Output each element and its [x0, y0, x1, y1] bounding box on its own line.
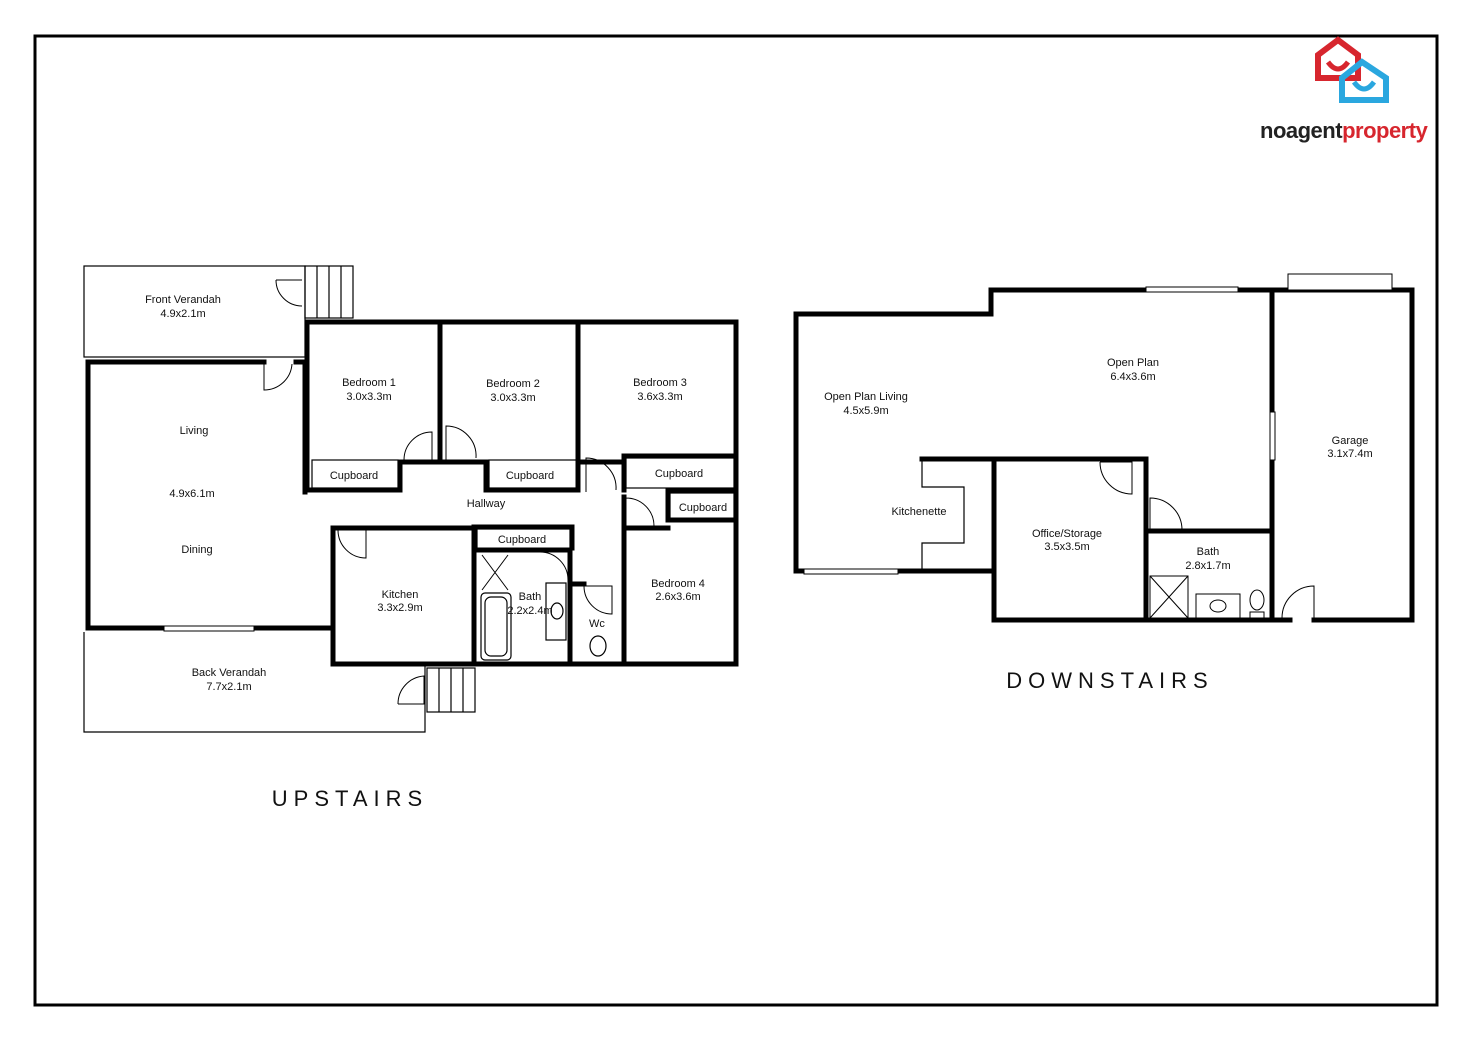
- downstairs-title: DOWNSTAIRS: [1006, 668, 1213, 693]
- room-open-plan-size: 6.4x3.6m: [1110, 371, 1155, 383]
- room-front-verandah: Front Verandah: [145, 294, 221, 306]
- room-downstairs-bath-size: 2.8x1.7m: [1185, 560, 1230, 572]
- brand-wordmark-part2: property: [1342, 118, 1428, 143]
- room-office-size: 3.5x3.5m: [1044, 541, 1089, 553]
- room-kitchen-size: 3.3x2.9m: [377, 602, 422, 614]
- downstairs-plan: [793, 273, 1415, 623]
- house-red-icon: [1315, 36, 1361, 81]
- page-frame: [33, 34, 1439, 1007]
- room-kitchenette: Kitchenette: [891, 506, 946, 518]
- brand-wordmark-part1: noagent: [1260, 118, 1343, 143]
- brand-wordmark: noagentproperty: [1260, 118, 1428, 144]
- downstairs-labels: Open Plan Living 4.5x5.9m Open Plan 6.4x…: [824, 357, 1373, 693]
- room-cupboard-1: Cupboard: [330, 470, 378, 482]
- brand-logo: [1315, 36, 1389, 103]
- room-open-plan: Open Plan: [1107, 357, 1159, 369]
- upstairs-plan: [83, 265, 739, 733]
- room-front-verandah-size: 4.9x2.1m: [160, 308, 205, 320]
- upstairs-labels: Front Verandah 4.9x2.1m Bedroom 1 3.0x3.…: [145, 294, 727, 811]
- room-bedroom-3-size: 3.6x3.3m: [637, 391, 682, 403]
- room-dining: Dining: [181, 544, 212, 556]
- room-garage: Garage: [1332, 435, 1369, 447]
- room-back-verandah-size: 7.7x2.1m: [206, 681, 251, 693]
- room-kitchen: Kitchen: [382, 589, 419, 601]
- room-open-plan-living: Open Plan Living: [824, 391, 908, 403]
- room-hallway: Hallway: [467, 498, 506, 510]
- upstairs-title: UPSTAIRS: [272, 786, 428, 811]
- room-cupboard-5: Cupboard: [498, 534, 546, 546]
- room-living-size: 4.9x6.1m: [169, 488, 214, 500]
- room-bedroom-4: Bedroom 4: [651, 578, 705, 590]
- room-bath: Bath: [519, 591, 542, 603]
- room-bath-size: 2.2x2.4m: [507, 605, 552, 617]
- room-garage-size: 3.1x7.4m: [1327, 448, 1372, 460]
- room-open-plan-living-size: 4.5x5.9m: [843, 405, 888, 417]
- room-wc: Wc: [589, 618, 605, 630]
- room-bedroom-2: Bedroom 2: [486, 378, 540, 390]
- house-blue-icon: [1339, 58, 1389, 103]
- room-cupboard-3: Cupboard: [655, 468, 703, 480]
- room-bedroom-2-size: 3.0x3.3m: [490, 392, 535, 404]
- room-bedroom-1-size: 3.0x3.3m: [346, 391, 391, 403]
- room-cupboard-2: Cupboard: [506, 470, 554, 482]
- room-cupboard-4: Cupboard: [679, 502, 727, 514]
- room-bedroom-1: Bedroom 1: [342, 377, 396, 389]
- room-back-verandah: Back Verandah: [192, 667, 267, 679]
- room-office: Office/Storage: [1032, 528, 1102, 540]
- room-living: Living: [180, 425, 209, 437]
- room-bedroom-4-size: 2.6x3.6m: [655, 591, 700, 603]
- room-downstairs-bath: Bath: [1197, 546, 1220, 558]
- room-bedroom-3: Bedroom 3: [633, 377, 687, 389]
